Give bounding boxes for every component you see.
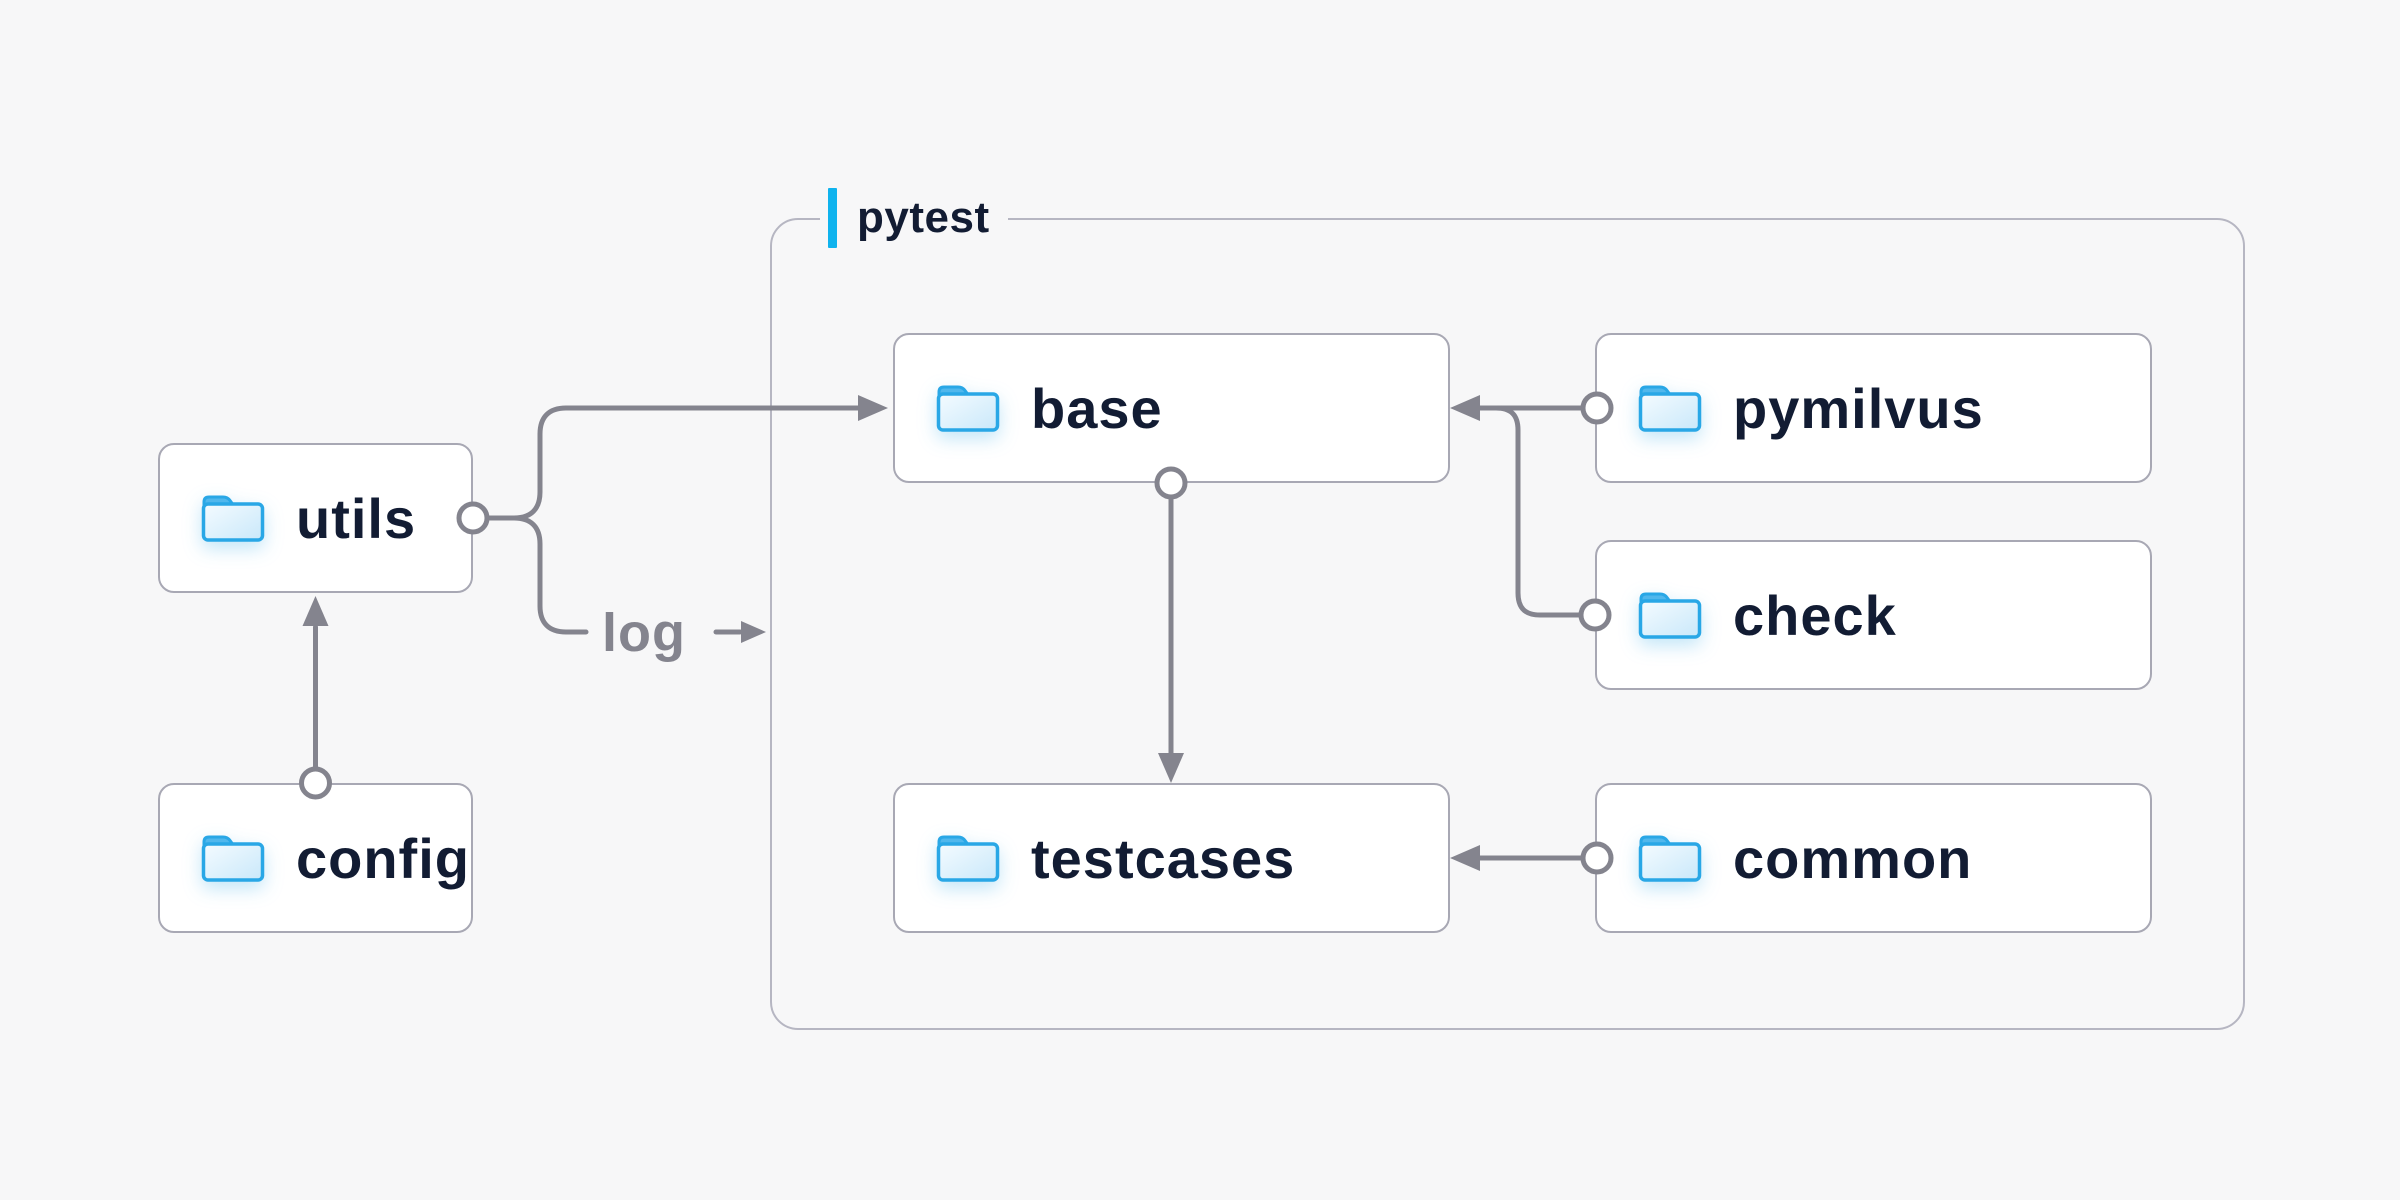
- folder-icon: [935, 832, 1001, 884]
- pytest-group-label: pytest: [820, 186, 1008, 250]
- log-edge-label: log: [602, 603, 686, 663]
- node-label: utils: [296, 486, 417, 550]
- node-pymilvus: pymilvus: [1595, 333, 2152, 483]
- edge-config-utils: [299, 596, 332, 800]
- folder-icon: [935, 382, 1001, 434]
- folder-icon: [200, 492, 266, 544]
- arrowhead-up: [302, 596, 329, 626]
- node-testcases: testcases: [893, 783, 1450, 933]
- node-utils: utils: [158, 443, 473, 593]
- node-label: base: [1031, 376, 1163, 440]
- group-label-text: pytest: [857, 193, 990, 242]
- folder-icon: [200, 832, 266, 884]
- node-label: common: [1733, 826, 1973, 890]
- node-label: testcases: [1031, 826, 1296, 890]
- node-config: config: [158, 783, 473, 933]
- node-label: pymilvus: [1733, 376, 1984, 440]
- folder-icon: [1637, 832, 1703, 884]
- node-label: config: [296, 826, 470, 890]
- node-base: base: [893, 333, 1450, 483]
- accent-bar: [828, 188, 837, 248]
- pytest-group-box: [770, 218, 2245, 1030]
- edge-utils-log: log: [456, 501, 766, 663]
- node-common: common: [1595, 783, 2152, 933]
- folder-icon: [1637, 382, 1703, 434]
- node-check: check: [1595, 540, 2152, 690]
- node-label: check: [1733, 583, 1897, 647]
- arrowhead-right-small: [741, 621, 766, 643]
- folder-icon: [1637, 589, 1703, 641]
